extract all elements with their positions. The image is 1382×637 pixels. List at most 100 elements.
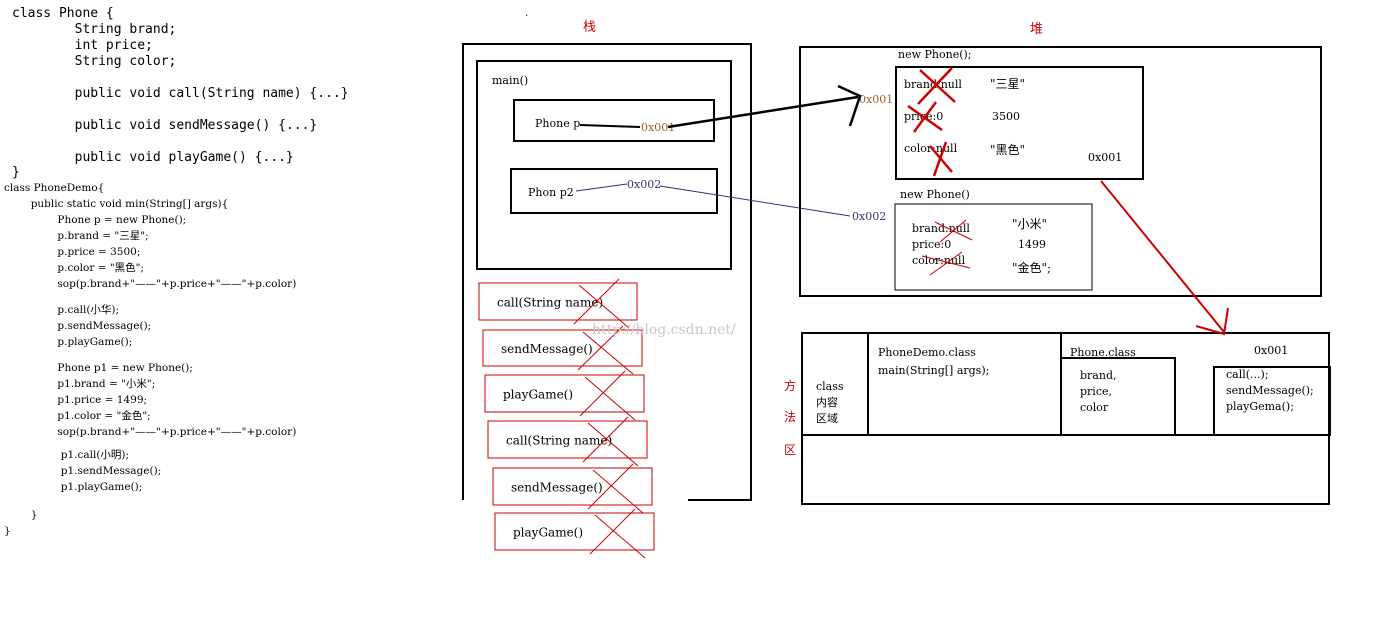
demo-code-line: p.call(小华); bbox=[4, 303, 119, 316]
demo-code-line: p1.call(小明); bbox=[4, 449, 129, 461]
obj2-field-price: price:0 bbox=[912, 238, 951, 251]
demo-code-line: Phone p = new Phone(); bbox=[4, 214, 186, 226]
var-p-addr: 0x001 bbox=[641, 121, 675, 134]
obj1-value-price: 3500 bbox=[992, 110, 1020, 123]
var-p2-addr: 0x002 bbox=[627, 178, 661, 191]
demo-code-line: p.sendMessage(); bbox=[4, 320, 151, 332]
obj1-field-brand: brand:null bbox=[904, 78, 962, 91]
popped-frame-cross bbox=[594, 514, 646, 559]
demo-code-line: p.brand = "三星"; bbox=[4, 230, 149, 242]
demo-code-line: p.color = "黑色"; bbox=[4, 261, 144, 274]
demo-code-line: p.playGame(); bbox=[4, 336, 132, 348]
obj1-value-color: "黑色" bbox=[990, 143, 1025, 157]
reference-line-p2 bbox=[659, 185, 851, 217]
phone-field-2: price, bbox=[1080, 385, 1112, 398]
popped-frame-cross bbox=[582, 331, 634, 375]
obj1-value-brand: "三星" bbox=[990, 77, 1025, 91]
obj2-value-price: 1499 bbox=[1018, 238, 1046, 251]
popped-frame-label: sendMessage() bbox=[511, 481, 603, 495]
demo-class-code: class PhoneDemo{ public static void min(… bbox=[4, 182, 296, 537]
demo-code-line: } bbox=[4, 509, 37, 521]
popped-frame bbox=[494, 512, 655, 551]
demo-code-line: p.price = 3500; bbox=[4, 246, 140, 258]
demo-class-method: main(String[] args); bbox=[878, 364, 989, 377]
obj2-header: new Phone() bbox=[900, 188, 970, 201]
methods-addr: 0x001 bbox=[1254, 344, 1288, 357]
popped-frame-cross bbox=[573, 278, 620, 325]
popped-frame-cross bbox=[587, 463, 634, 510]
popped-frame bbox=[492, 467, 653, 506]
demo-class-name: PhoneDemo.class bbox=[878, 346, 976, 359]
popped-frame-cross bbox=[579, 370, 626, 417]
var-p2-label: Phon p2 bbox=[528, 186, 574, 199]
obj1-incoming-addr: 0x001 bbox=[859, 93, 893, 106]
phone-method-2: sendMessage(); bbox=[1226, 384, 1314, 397]
heap-object-2: new Phone() 0x002 brand:null price:0 col… bbox=[852, 188, 1093, 291]
heap-object-1: new Phone(); 0x001 brand:null price:0 co… bbox=[859, 48, 1144, 180]
phone-class-code: class Phone { String brand; int price; S… bbox=[12, 6, 349, 180]
method-reference-arrow bbox=[1100, 180, 1229, 336]
heap-region bbox=[799, 46, 1322, 297]
popped-frame-cross bbox=[578, 284, 630, 329]
obj1-header: new Phone(); bbox=[898, 48, 972, 61]
popped-frame-cross bbox=[589, 508, 636, 555]
popped-frame-cross bbox=[587, 422, 639, 467]
obj1-addr: 0x001 bbox=[1088, 151, 1122, 164]
watermark: http://blog.csdn.net/ bbox=[592, 322, 736, 338]
phone-code-line: public void call(String name) {...} bbox=[12, 86, 349, 101]
main-frame-label: main() bbox=[492, 74, 528, 87]
method-area-char-3: 区 bbox=[784, 443, 796, 457]
phone-code-line: String color; bbox=[12, 54, 176, 69]
heap-title: 堆 bbox=[1030, 22, 1043, 37]
phone-field-3: color bbox=[1080, 401, 1109, 414]
phone-code-line: } bbox=[12, 165, 20, 180]
method-area-char-1: 方 bbox=[784, 378, 796, 393]
obj1-cross-marks bbox=[907, 67, 956, 177]
demo-code-line: p1.sendMessage(); bbox=[4, 465, 161, 477]
demo-code-line: public static void min(String[] args){ bbox=[4, 198, 228, 210]
demo-code-line: class PhoneDemo{ bbox=[4, 182, 104, 194]
phone-code-line: public void playGame() {...} bbox=[12, 150, 294, 165]
demo-code-line: Phone p1 = new Phone(); bbox=[4, 362, 193, 374]
popped-frame bbox=[482, 329, 643, 367]
demo-code-line: sop(p.brand+"——"+p.price+"——"+p.color) bbox=[4, 426, 296, 438]
obj2-value-brand: "小米" bbox=[1012, 217, 1047, 231]
phone-class-name: Phone.class bbox=[1070, 346, 1136, 359]
obj2-incoming-addr: 0x002 bbox=[852, 210, 886, 223]
popped-frame bbox=[478, 282, 638, 321]
method-area-title: 方 法 区 bbox=[784, 378, 796, 457]
demo-code-line: p1.price = 1499; bbox=[4, 394, 147, 406]
popped-frame-label: playGame() bbox=[513, 526, 583, 540]
var-p-label: Phone p bbox=[535, 117, 580, 130]
phone-field-1: brand, bbox=[1080, 369, 1116, 382]
phone-code-line: String brand; bbox=[12, 22, 176, 37]
class-region-label-2: 内容 bbox=[816, 395, 838, 409]
demo-code-line: } bbox=[4, 525, 11, 537]
popped-frame-label: call(String name) bbox=[506, 434, 612, 448]
popped-frame-cross bbox=[592, 469, 644, 514]
phone-code-line: class Phone { bbox=[12, 6, 114, 21]
method-area-region bbox=[801, 332, 1331, 505]
reference-arrow-p bbox=[667, 84, 862, 129]
popped-frame-label: sendMessage() bbox=[501, 342, 593, 356]
popped-frame bbox=[484, 374, 645, 413]
method-area-char-2: 法 bbox=[784, 410, 796, 424]
stray-dot: . bbox=[525, 8, 528, 19]
popped-frames: call(String name) sendMessage() playGame()… bbox=[478, 278, 655, 559]
phone-method-3: playGema(); bbox=[1226, 400, 1294, 413]
popped-frame-cross bbox=[584, 376, 636, 421]
class-region-label-1: class bbox=[816, 380, 844, 393]
demo-code-line: p1.color = "金色"; bbox=[4, 409, 151, 422]
popped-frame-label: playGame() bbox=[503, 388, 573, 402]
popped-frame-cross bbox=[582, 416, 629, 463]
stack-title: 栈 bbox=[583, 20, 596, 35]
demo-code-line: p1.brand = "小米"; bbox=[4, 377, 155, 390]
demo-code-line: sop(p.brand+"——"+p.price+"——"+p.color) bbox=[4, 278, 296, 290]
phone-method-1: call(...); bbox=[1226, 368, 1269, 381]
popped-frame bbox=[487, 420, 648, 459]
stack-region: main() Phone p 0x001 Phon p2 0x002 bbox=[462, 43, 752, 501]
obj2-value-color: "金色"; bbox=[1012, 260, 1051, 275]
demo-code-line: p1.playGame(); bbox=[4, 481, 142, 493]
obj2-cross-marks bbox=[921, 219, 973, 276]
